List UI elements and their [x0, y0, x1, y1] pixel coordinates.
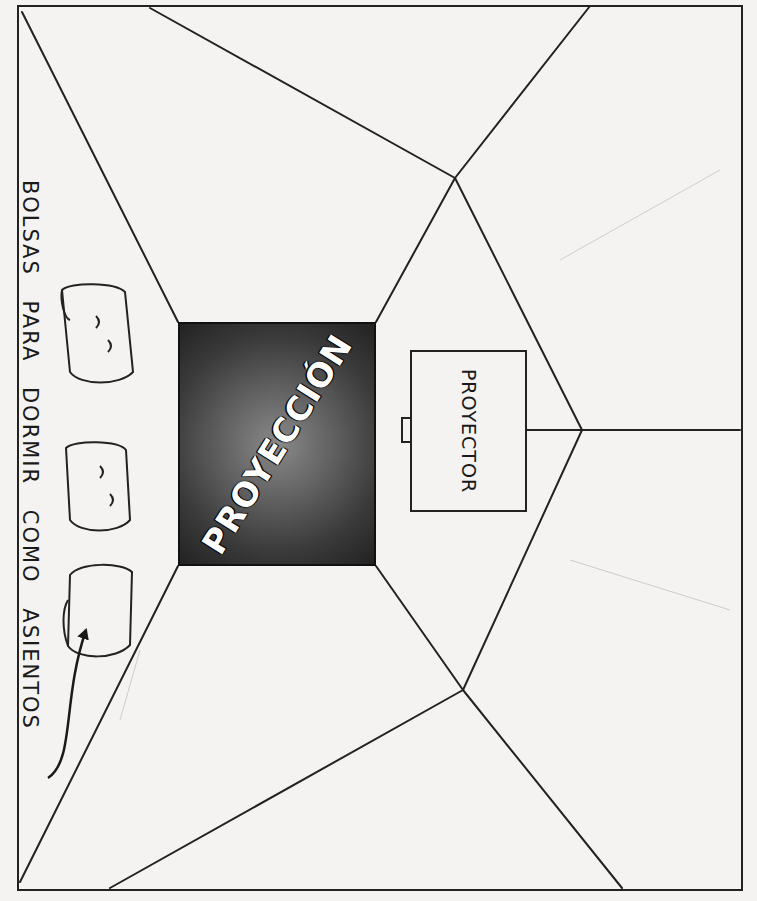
- wall-edge: [150, 8, 455, 178]
- sheet-frame: [18, 6, 742, 890]
- wall-edge: [376, 178, 455, 322]
- node-text: PROYECCIÓN: [194, 327, 360, 561]
- projector-mount: [527, 429, 740, 431]
- projector-box: PROYECTOR: [410, 350, 527, 512]
- note-label: BOLSAS PARA DORMIR COMO ASIENTOS: [18, 180, 42, 730]
- wall-edge: [110, 690, 463, 888]
- wall-edge: [463, 690, 622, 888]
- wall-edge: [22, 12, 178, 322]
- sleeping-bags: [61, 284, 133, 656]
- leader-arrow: [48, 630, 86, 778]
- wall-edge: [455, 6, 590, 178]
- projection-screen: PROYECCIÓN: [178, 322, 376, 566]
- projector-lens: [402, 418, 410, 442]
- node-text: PROYECTOR: [458, 369, 480, 493]
- wall-edge: [376, 566, 463, 690]
